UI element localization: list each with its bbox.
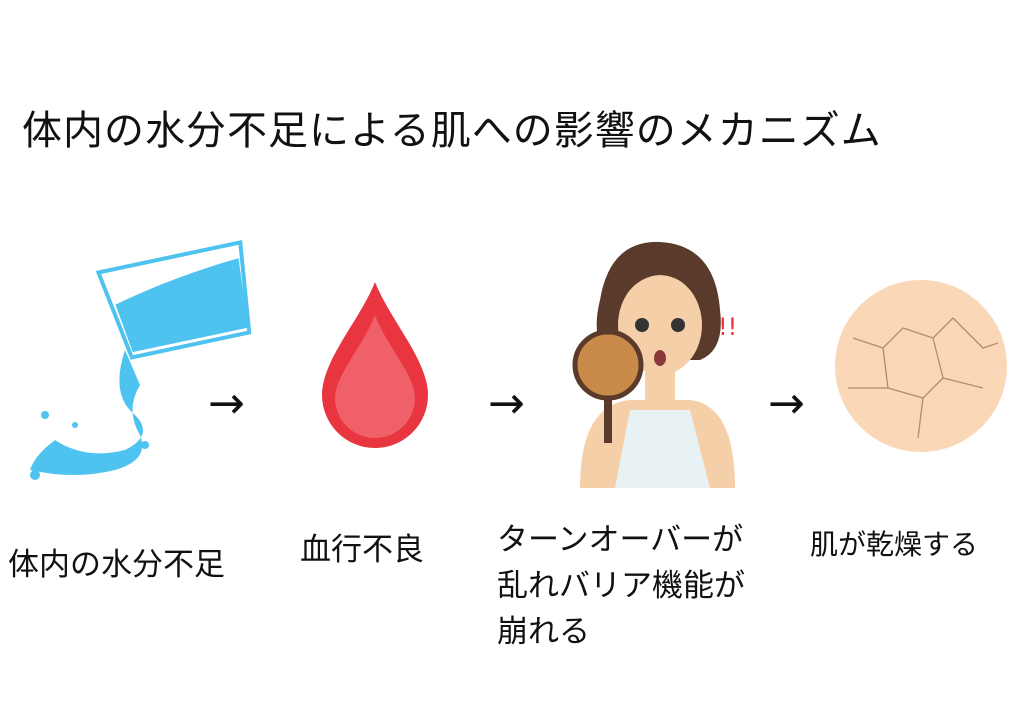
arrow-1: → [208, 378, 245, 429]
woman-magnifier-icon: !! [572, 241, 737, 488]
step-label-water-shortage: 体内の水分不足 [8, 547, 225, 583]
blood-drop-icon [322, 282, 428, 448]
dry-skin-icon [835, 280, 1007, 452]
svg-text:!!: !! [718, 313, 737, 341]
label-line: ターンオーバーが [497, 522, 744, 558]
arrow-3: → [768, 378, 805, 429]
diagram-title: 体内の水分不足による肌への影響のメカニズム [22, 108, 882, 154]
step-label-dry-skin: 肌が乾燥する [810, 528, 979, 561]
pouring-water-glass-icon [30, 239, 252, 480]
label-line: 乱れバリア機能が [497, 568, 745, 604]
step-label-barrier-disrupted: ターンオーバーが 乱れバリア機能が 崩れる [497, 517, 745, 655]
step-label-poor-circulation: 血行不良 [300, 532, 424, 568]
label-line: 崩れる [497, 614, 590, 650]
arrow-2: → [488, 378, 525, 429]
